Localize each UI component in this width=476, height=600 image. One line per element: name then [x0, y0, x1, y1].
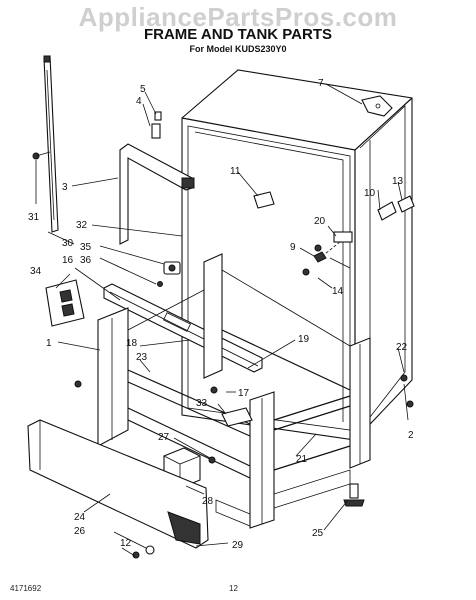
callout-12: 12	[120, 538, 132, 549]
callout-20: 20	[314, 216, 326, 227]
parts-4-5	[151, 111, 162, 139]
part-7-clip	[361, 95, 393, 117]
callout-25: 25	[312, 528, 324, 539]
callout-10: 10	[364, 188, 376, 199]
callout-35: 35	[80, 242, 92, 253]
screws	[74, 244, 414, 559]
callout-23: 23	[136, 352, 148, 363]
callout-1: 1	[46, 338, 52, 349]
callout-29: 29	[232, 540, 244, 551]
callout-18: 18	[126, 338, 138, 349]
callout-2a: 2	[408, 430, 414, 441]
callout-36: 36	[80, 255, 92, 266]
callouts: 1 2 2 3 4 5 7 9 10 12 11 13 14 16 17 18 …	[28, 78, 414, 551]
tank	[181, 69, 413, 441]
callout-9: 9	[290, 242, 296, 253]
model-subtitle: For Model KUDS230Y0	[189, 44, 287, 54]
left-rail	[32, 55, 59, 233]
callout-21: 21	[296, 454, 308, 465]
callout-14: 14	[332, 286, 344, 297]
callout-17: 17	[238, 388, 250, 399]
document-id: 4171692	[10, 584, 42, 593]
callout-27: 27	[158, 432, 170, 443]
part-11-clip	[253, 191, 275, 209]
watermark: AppliancePartsPros.com	[78, 2, 398, 32]
page-number: 12	[229, 584, 238, 593]
callout-28: 28	[202, 496, 214, 507]
leader-lines	[35, 83, 409, 557]
callout-3: 3	[62, 182, 68, 193]
callout-33: 33	[196, 398, 208, 409]
callout-11: 11	[230, 166, 241, 177]
leveling-leg-25	[343, 483, 365, 507]
callout-4: 4	[136, 96, 142, 107]
page-title: FRAME AND TANK PARTS	[143, 26, 333, 43]
part-33-block	[221, 407, 253, 427]
callout-32: 32	[76, 220, 88, 231]
callout-24: 24	[74, 512, 86, 523]
toe-panel-24	[27, 419, 209, 549]
callout-30: 30	[62, 238, 74, 249]
callout-13: 13	[392, 176, 404, 187]
callout-7: 7	[318, 78, 324, 89]
part-20-assembly	[313, 231, 353, 269]
callout-5: 5	[140, 84, 146, 95]
brackets-10-13	[377, 195, 415, 221]
parts-35-36	[157, 261, 181, 287]
callout-34: 34	[30, 266, 42, 277]
callout-22: 22	[396, 342, 408, 353]
callout-31: 31	[28, 212, 40, 223]
callout-16: 16	[62, 255, 74, 266]
part-34-bracket	[45, 279, 85, 327]
u-rail-3	[119, 143, 195, 245]
callout-19: 19	[298, 334, 310, 345]
base-frame	[97, 253, 371, 529]
callout-26: 26	[74, 526, 86, 537]
